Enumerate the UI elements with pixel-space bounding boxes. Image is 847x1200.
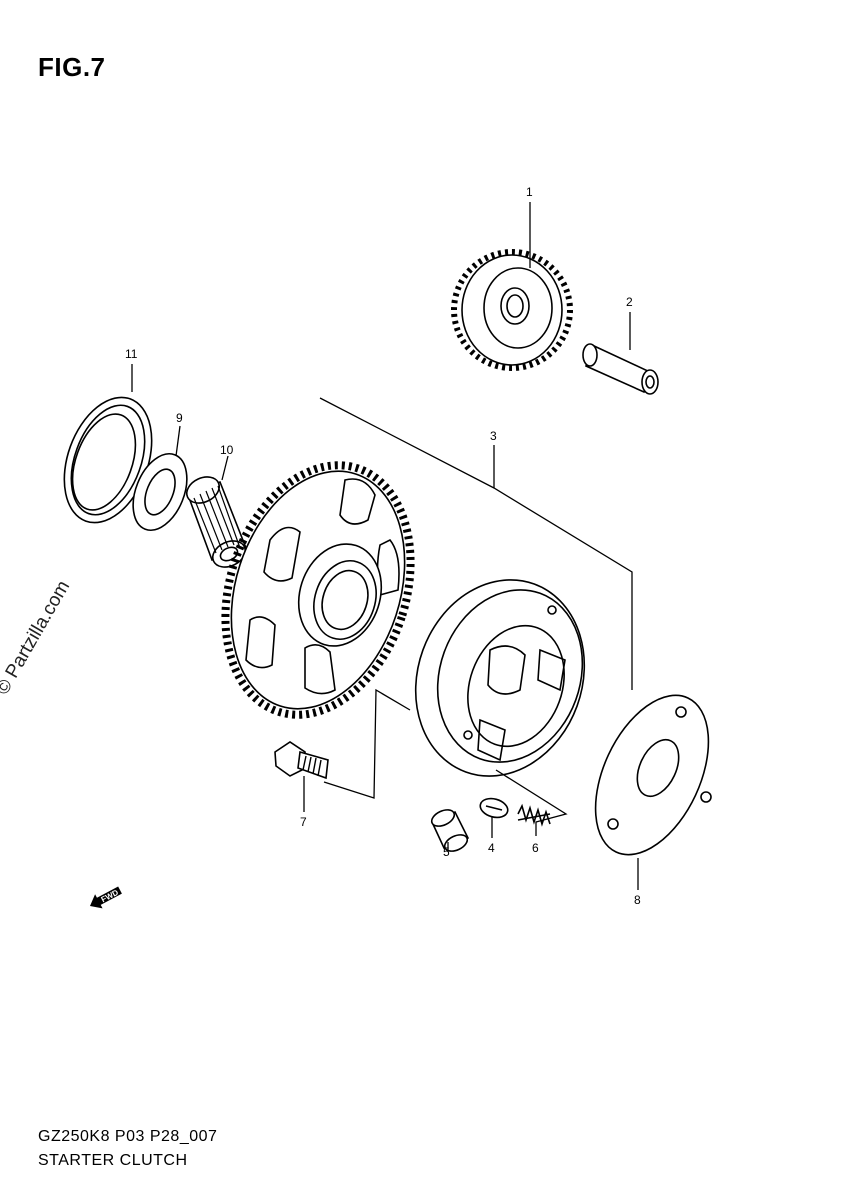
part-10-bearing[interactable] (183, 472, 250, 572)
callout-1: 1 (526, 185, 533, 199)
callout-4: 4 (488, 841, 495, 855)
part-4-cap[interactable] (478, 796, 510, 821)
callout-3: 3 (490, 429, 497, 443)
part-1-gear[interactable] (451, 249, 573, 371)
part-11-ring[interactable] (48, 385, 168, 535)
part-9-washer[interactable] (123, 446, 197, 538)
part-7-bolt[interactable] (274, 741, 329, 780)
callout-11: 11 (125, 347, 138, 361)
part-8-plate[interactable] (573, 678, 732, 873)
part-3-clutch-housing[interactable] (389, 556, 612, 800)
callout-2: 2 (626, 295, 633, 309)
figure-title: FIG.7 (38, 52, 106, 82)
callout-8: 8 (634, 893, 641, 907)
callout-labels: 1 2 3 4 5 6 7 8 9 10 11 (125, 185, 641, 907)
part-3-starter-gear[interactable] (195, 441, 441, 739)
figure-caption: STARTER CLUTCH (38, 1152, 188, 1169)
part-5-roller[interactable] (429, 807, 470, 855)
model-code: GZ250K8 P03 P28_007 (38, 1128, 218, 1145)
fwd-arrow-icon: FWD (90, 886, 122, 909)
part-2-shaft[interactable] (582, 343, 659, 395)
part-6-spring[interactable] (517, 803, 551, 827)
leader-lines (131, 202, 639, 890)
callout-9: 9 (176, 411, 183, 425)
callout-5: 5 (443, 845, 450, 859)
callout-10: 10 (220, 443, 234, 457)
callout-7: 7 (300, 815, 307, 829)
callout-6: 6 (532, 841, 539, 855)
